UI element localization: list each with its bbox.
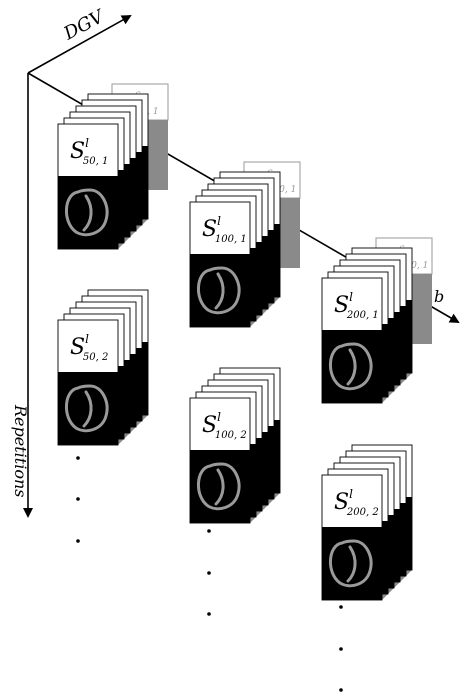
dgv-axis (27, 15, 132, 74)
dgv-axis-label: DGV (60, 5, 109, 45)
heart-outline (329, 342, 373, 391)
dot-col1-1 (76, 456, 80, 460)
heart-outline (65, 384, 109, 433)
dot-col2-1 (207, 529, 211, 533)
front-card (321, 474, 383, 601)
heart-outline (65, 188, 109, 237)
dot-col3-1 (339, 605, 343, 609)
heart-outline (329, 539, 373, 588)
front-card (189, 397, 251, 524)
dot-col1-3 (76, 539, 80, 543)
dot-col2-2 (207, 571, 211, 575)
dot-col3-2 (339, 647, 343, 651)
front-card (189, 201, 251, 328)
dot-col2-3 (207, 612, 211, 616)
dot-col1-2 (76, 497, 80, 501)
b-axis-label: b (434, 287, 444, 306)
heart-outline (197, 462, 241, 511)
dot-col3-3 (339, 688, 343, 692)
continuation-dots (76, 456, 343, 692)
heart-outline (197, 266, 241, 315)
front-card (321, 277, 383, 404)
repetitions-axis-label: Repetitions (11, 404, 30, 497)
